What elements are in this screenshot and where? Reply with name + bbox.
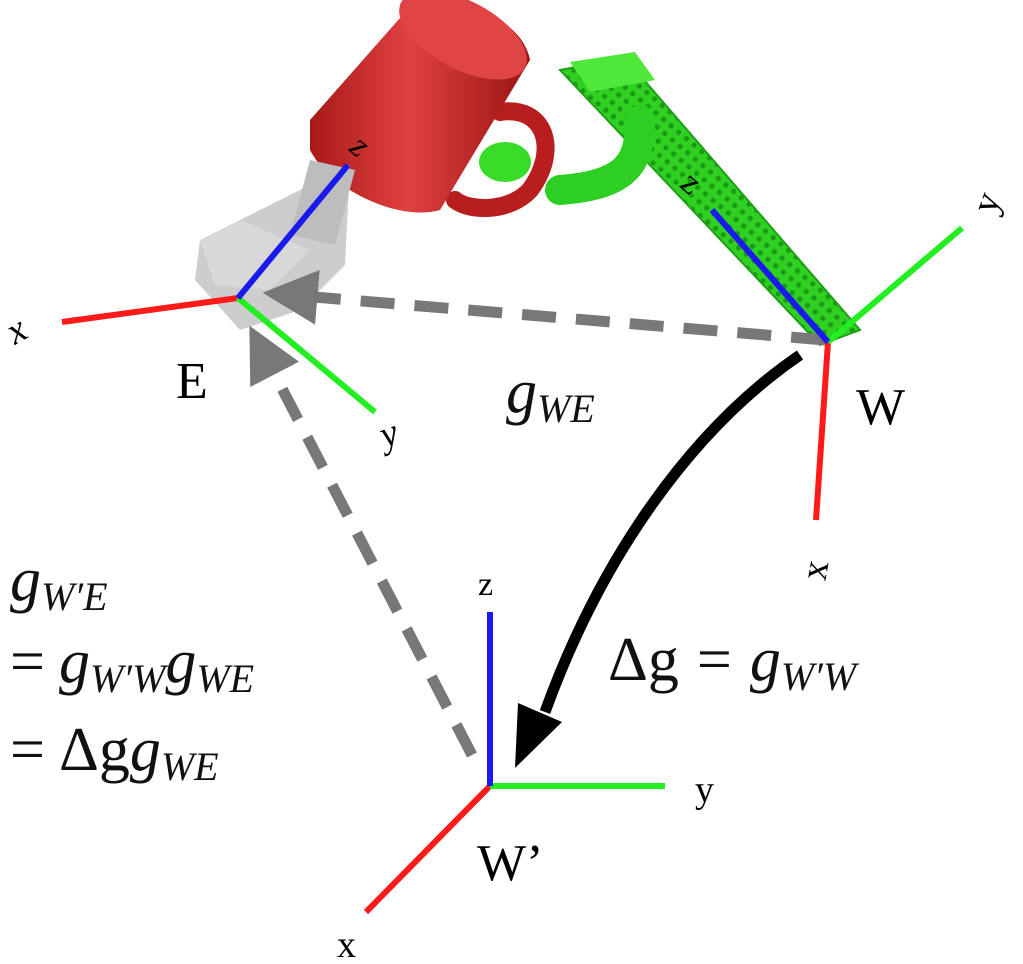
frame-e-x-label: x (0, 308, 34, 353)
frame-w-x-label: x (793, 557, 838, 583)
g-wpe-line3-sub: WE (161, 744, 219, 789)
g-wpe-line2-sub2: WE (196, 656, 254, 701)
g-wpe-line2: =gW′WgWE (10, 628, 254, 701)
g-wpe-line1: gW′E (10, 546, 108, 619)
frame-e-label: E (176, 353, 208, 410)
frame-e-z-axis (235, 163, 351, 300)
g-wpe-line2-base2: g (165, 628, 196, 696)
delta-g-arrowhead (515, 703, 562, 768)
delta-g-base: g (750, 626, 781, 694)
g-wpe-equation: gW′E =gW′WgWE =ΔggWE (10, 546, 254, 789)
frame-w-y-label: y (964, 187, 1010, 219)
g-wpe-line1-base: g (10, 546, 41, 614)
delta-g-label: Δg = gW′W (608, 626, 860, 699)
g-we-dashed-arrow (262, 269, 826, 346)
frame-w-prime-y-label: y (695, 769, 714, 811)
frame-e-x-axis (61, 295, 239, 325)
g-we-base: g (506, 358, 537, 426)
frame-w-x-axis (813, 341, 831, 521)
g-wpe-line3: =ΔggWE (10, 716, 219, 789)
g-wpe-line2-base1: g (59, 628, 90, 696)
g-wpe-line3-lhs: Δg (59, 716, 130, 784)
frame-w-prime-label: W’ (477, 835, 543, 892)
frame-w-y-axis (826, 225, 964, 345)
g-wpe-line3-base: g (130, 716, 161, 784)
g-wpe-dashed-arrow (249, 325, 477, 758)
frame-w: x y z W (673, 164, 1009, 583)
mug-icon (310, 0, 555, 217)
delta-g-lhs: Δg (608, 626, 679, 694)
delta-g-curved-arrow (539, 350, 804, 714)
frame-w-z-axis (709, 208, 831, 344)
frame-w-prime-x-label: x (337, 924, 356, 964)
g-we-sub: WE (537, 386, 595, 431)
frame-e-y-axis (236, 295, 377, 415)
frame-w-prime-z-label: z (478, 566, 493, 603)
g-wpe-line2-sub1: W′W (90, 656, 169, 701)
g-wpe-line2-eq: = (10, 628, 45, 696)
delta-g-sub: W′W (781, 654, 860, 699)
frame-w-prime: x y z W’ (337, 566, 714, 964)
g-wpe-line1-sub: W′E (41, 574, 108, 619)
g-wpe-line3-eq: = (10, 716, 45, 784)
delta-g-eq: = (697, 626, 732, 694)
green-object-icon (479, 52, 862, 347)
frame-w-label: W (856, 379, 905, 436)
frame-e-y-label: y (370, 411, 404, 458)
g-we-label: gWE (506, 358, 595, 431)
frame-w-prime-x-axis (363, 783, 493, 915)
